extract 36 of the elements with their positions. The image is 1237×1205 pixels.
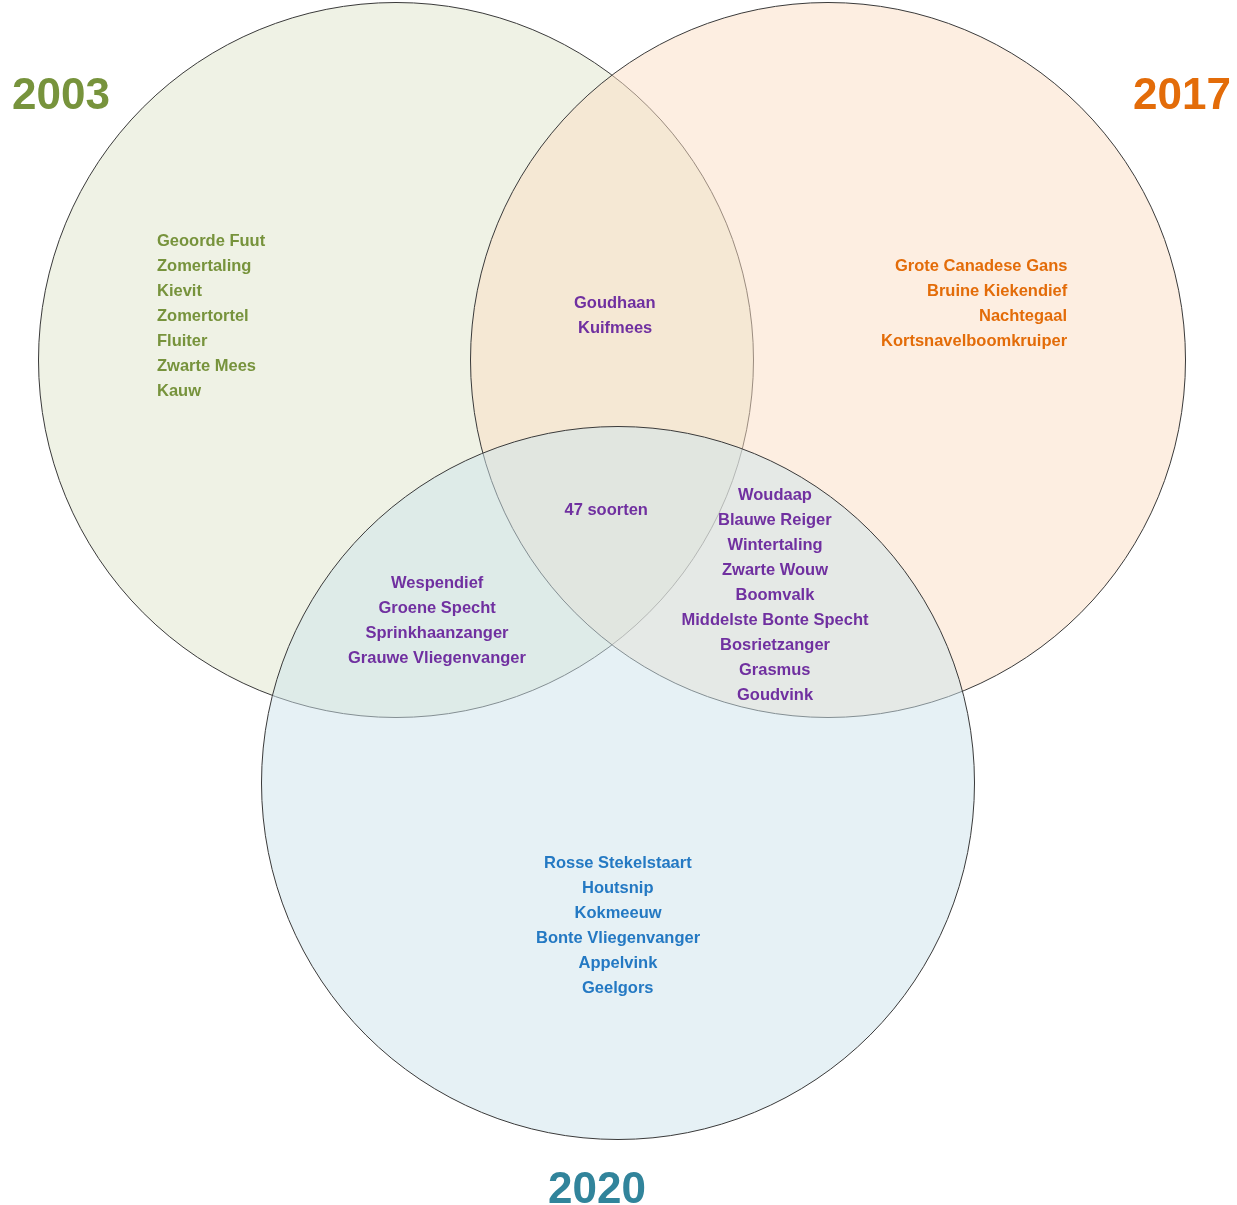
species-name: Grauwe Vliegenvanger — [348, 647, 526, 668]
species-name: Goudvink — [737, 684, 814, 705]
species-name: Rosse Stekelstaart — [544, 852, 692, 873]
species-name: Kuifmees — [578, 317, 653, 338]
species-name: Kortsnavelboomkruiper — [881, 330, 1068, 351]
species-name: Blauwe Reiger — [718, 509, 832, 530]
set-year-label: 2017 — [1133, 72, 1231, 116]
set-year-label: 2020 — [548, 1166, 646, 1205]
species-count: 47 soorten — [564, 499, 648, 520]
species-name: Woudaap — [738, 484, 812, 505]
species-name: Grasmus — [739, 659, 811, 680]
species-name: Grote Canadese Gans — [895, 255, 1068, 276]
species-name: Kievit — [157, 280, 202, 301]
species-name: Appelvink — [578, 952, 658, 973]
species-name: Fluiter — [157, 330, 208, 351]
species-name: Goudhaan — [574, 292, 656, 313]
species-name: Middelste Bonte Specht — [681, 609, 869, 630]
species-name: Geoorde Fuut — [157, 230, 266, 251]
species-name: Bruine Kiekendief — [927, 280, 1068, 301]
species-name: Bonte Vliegenvanger — [536, 927, 701, 948]
species-name: Zomertortel — [157, 305, 249, 326]
species-name: Zomertaling — [157, 255, 252, 276]
species-name: Kokmeeuw — [574, 902, 662, 923]
species-name: Kauw — [157, 380, 201, 401]
species-name: Wespendief — [391, 572, 484, 593]
species-name: Groene Specht — [378, 597, 496, 618]
species-name: Houtsnip — [582, 877, 654, 898]
species-name: Wintertaling — [727, 534, 823, 555]
species-name: Nachtegaal — [979, 305, 1068, 326]
species-name: Zwarte Mees — [157, 355, 257, 376]
species-name: Sprinkhaanzanger — [365, 622, 509, 643]
species-name: Boomvalk — [735, 584, 815, 605]
species-name: Zwarte Wouw — [722, 559, 829, 580]
species-name: Bosrietzanger — [720, 634, 831, 655]
set-year-label: 2003 — [12, 72, 110, 116]
species-name: Geelgors — [582, 977, 654, 998]
